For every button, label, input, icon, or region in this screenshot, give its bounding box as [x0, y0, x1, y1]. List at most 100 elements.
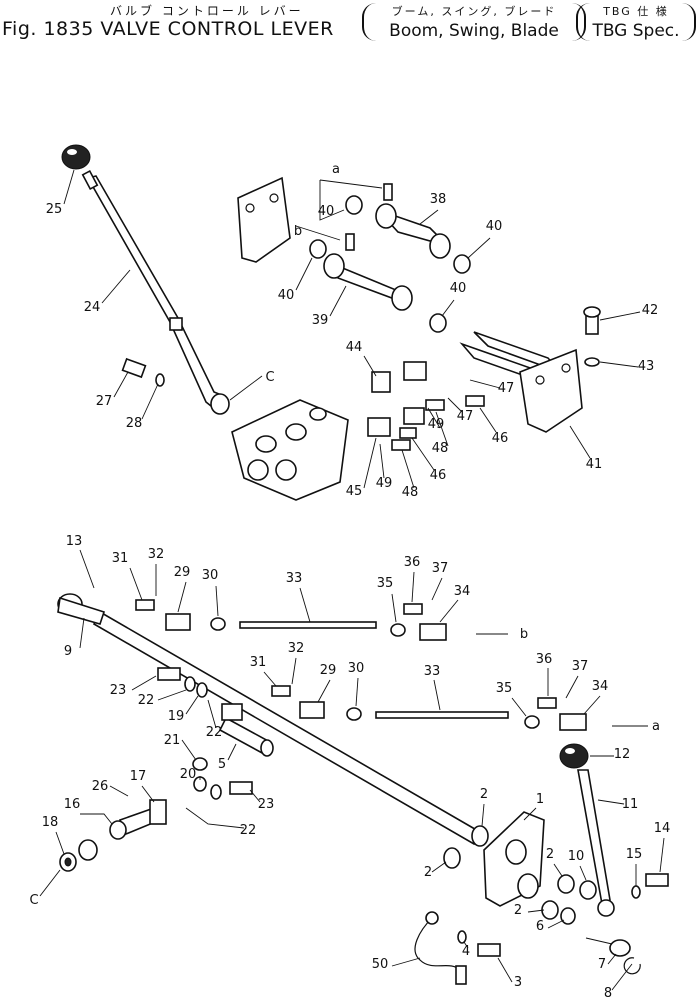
washer-22 [184, 676, 196, 692]
clevis-44b [403, 361, 427, 381]
clevis-45 [367, 417, 391, 437]
title-japanese: バルブ コントロール レバー [110, 4, 304, 18]
washer-22 [196, 682, 208, 698]
part-callout-35: 35 [377, 576, 394, 591]
part-callout-8: 8 [604, 986, 612, 1001]
pin-46 [465, 395, 485, 407]
linkage-row-a [271, 685, 587, 731]
left-bracket [237, 176, 291, 263]
clevis-29 [299, 701, 325, 719]
subtitle-japanese: ブーム, スイング, ブレード [391, 5, 557, 18]
bushing-2 [541, 900, 559, 920]
pin-46 [399, 427, 417, 439]
part-callout-2: 2 [480, 787, 488, 802]
lever-clevis [210, 393, 230, 415]
linkage-row-b [135, 599, 447, 641]
shaft-5-end [260, 739, 274, 757]
knob-highlight [67, 149, 77, 155]
part-callout-46: 46 [492, 431, 509, 446]
bushing-16 [78, 839, 98, 861]
part-callout-C: C [29, 893, 38, 908]
part-callout-25: 25 [46, 202, 63, 217]
part-callout-35: 35 [496, 681, 513, 696]
part-callout-40: 40 [318, 204, 335, 219]
part-callout-31: 31 [112, 551, 129, 566]
part-callout-48: 48 [432, 441, 449, 456]
part-callout-47: 47 [498, 381, 515, 396]
bushing-40 [453, 254, 471, 274]
bracket-hole [269, 193, 279, 203]
bushing-40 [345, 195, 363, 215]
cable-50 [414, 917, 461, 971]
part-callout-40: 40 [450, 281, 467, 296]
clevis-44 [371, 371, 391, 393]
part-callout-6: 6 [536, 919, 544, 934]
washer-28 [155, 373, 165, 387]
valve-port [247, 459, 269, 481]
cable-50-end [455, 965, 467, 985]
knob-highlight [565, 748, 575, 754]
bolt-23 [157, 667, 181, 681]
bolt-31 [135, 599, 155, 611]
title-english: Fig. 1835 VALVE CONTROL LEVER [2, 18, 334, 40]
part-callout-4: 4 [462, 944, 470, 959]
part-callout-40: 40 [486, 219, 503, 234]
part-callout-34: 34 [454, 584, 471, 599]
part-callout-11: 11 [622, 797, 639, 812]
tube-39-end-far [391, 285, 413, 311]
tube-38-tab [383, 183, 393, 201]
part-callout-9: 9 [64, 644, 72, 659]
part-callout-32: 32 [148, 547, 165, 562]
bushing-2 [443, 847, 461, 869]
part-callout-47: 47 [457, 409, 474, 424]
nut-30 [346, 707, 362, 721]
lever-knob-12 [559, 743, 589, 769]
control-valve [231, 399, 349, 501]
pin-48 [391, 439, 411, 451]
nut-35 [524, 715, 540, 729]
washer-4 [457, 930, 467, 944]
subtitle-group: ブーム, スイング, ブレード Boom, Swing, Blade [362, 3, 586, 41]
part-callout-3: 3 [514, 975, 522, 990]
part-callout-10: 10 [568, 849, 585, 864]
part-callout-43: 43 [638, 359, 655, 374]
part-callout-36: 36 [536, 652, 553, 667]
valve-port [275, 459, 297, 481]
washer-43 [584, 357, 600, 367]
part-callout-30: 30 [348, 661, 365, 676]
valve-port [309, 407, 327, 421]
part-callout-17: 17 [130, 769, 147, 784]
clevis-34 [419, 623, 447, 641]
part-callout-40: 40 [278, 288, 295, 303]
spec-japanese: TBG 仕 様 [603, 5, 669, 18]
bolt-42-head [583, 306, 601, 318]
part-callout-45: 45 [346, 484, 363, 499]
part-callout-37: 37 [572, 659, 589, 674]
bolt-23 [229, 781, 253, 795]
part-callout-50: 50 [372, 957, 389, 972]
part-callout-2: 2 [546, 847, 554, 862]
part-callout-b: b [294, 224, 302, 239]
bracket-hole [245, 203, 255, 213]
bracket-hole [535, 375, 545, 385]
part-callout-39: 39 [312, 313, 329, 328]
part-callout-1: 1 [536, 792, 544, 807]
part-callout-22: 22 [138, 693, 155, 708]
nut-21 [192, 757, 208, 771]
subtitle-english: Boom, Swing, Blade [389, 21, 559, 41]
part-callout-21: 21 [164, 733, 181, 748]
right-bracket-41 [519, 348, 583, 433]
part-callout-42: 42 [642, 303, 659, 318]
valve-port [255, 435, 277, 453]
lever-11 [577, 769, 611, 906]
bolt-36 [537, 697, 557, 709]
washer-6 [560, 907, 576, 925]
part-callout-49: 49 [376, 476, 393, 491]
bushing-2 [471, 825, 489, 847]
part-callout-23: 23 [110, 683, 127, 698]
part-callout-a: a [652, 719, 660, 734]
part-callout-20: 20 [180, 767, 197, 782]
